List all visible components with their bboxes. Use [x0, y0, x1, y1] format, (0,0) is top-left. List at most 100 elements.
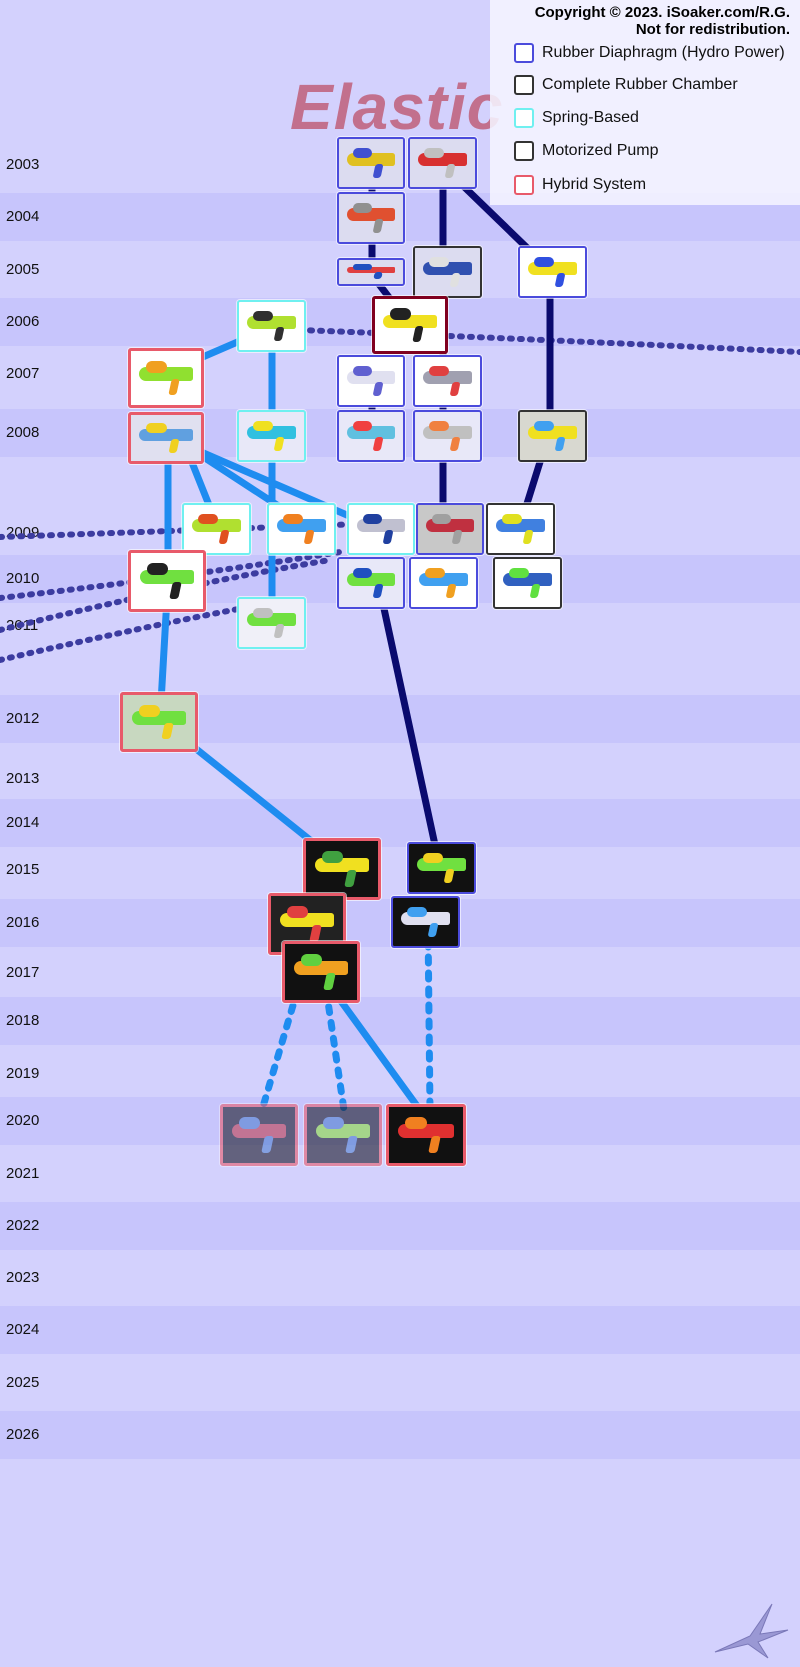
blaster-tank	[283, 513, 303, 525]
blaster-grip	[273, 623, 285, 639]
blaster-node[interactable]	[237, 597, 306, 649]
blaster-grip	[218, 529, 230, 545]
blaster-grip	[260, 1136, 274, 1153]
year-label: 2023	[6, 1269, 40, 1286]
year-label: 2022	[6, 1217, 40, 1234]
blaster-node[interactable]	[337, 192, 405, 244]
blaster-node[interactable]	[337, 410, 405, 462]
blaster-node[interactable]	[128, 412, 204, 464]
blaster-node[interactable]	[282, 941, 360, 1003]
blaster-node[interactable]	[493, 557, 562, 609]
blaster-node[interactable]	[303, 838, 381, 900]
legend-label: Rubber Diaphragm (Hydro Power)	[542, 44, 785, 61]
blaster-tank	[146, 360, 168, 373]
water-blaster-photo-icon	[410, 139, 475, 187]
year-label: 2005	[6, 261, 40, 278]
blaster-tank	[423, 852, 443, 864]
blaster-tank	[429, 365, 449, 377]
blaster-grip	[522, 529, 534, 545]
blaster-node[interactable]	[220, 1104, 298, 1166]
blaster-node[interactable]	[409, 557, 478, 609]
blaster-node[interactable]	[413, 355, 482, 407]
blaster-grip	[449, 381, 461, 397]
year-label: 2004	[6, 208, 40, 225]
blaster-node[interactable]	[182, 503, 251, 555]
blaster-tank	[353, 202, 373, 214]
blaster-node[interactable]	[413, 410, 482, 462]
blaster-node[interactable]	[237, 410, 306, 462]
blaster-node[interactable]	[337, 137, 405, 189]
water-blaster-photo-icon	[349, 505, 413, 553]
blaster-tank	[353, 365, 373, 377]
blaster-node[interactable]	[120, 692, 198, 752]
blaster-tank	[238, 1117, 261, 1130]
blaster-grip	[451, 529, 463, 545]
year-band	[0, 799, 800, 847]
water-blaster-photo-icon	[285, 944, 357, 1000]
blaster-tank	[146, 563, 169, 576]
blaster-node[interactable]	[337, 557, 405, 609]
water-blaster-photo-icon	[131, 553, 203, 609]
legend-swatch	[514, 141, 534, 161]
water-blaster-photo-icon	[306, 841, 378, 897]
blaster-tank	[429, 420, 449, 432]
water-blaster-photo-icon	[131, 351, 201, 405]
water-blaster-photo-icon	[239, 302, 304, 350]
year-label: 2020	[6, 1112, 40, 1129]
blaster-grip	[444, 163, 456, 179]
blaster-node[interactable]	[407, 842, 476, 894]
blaster-grip	[167, 379, 180, 396]
water-blaster-photo-icon	[415, 412, 480, 460]
blaster-node[interactable]	[128, 550, 206, 612]
year-band	[0, 997, 800, 1045]
blaster-tank	[424, 147, 444, 159]
blaster-tank	[429, 256, 449, 268]
blaster-grip	[554, 272, 566, 288]
blaster-node[interactable]	[347, 503, 415, 555]
blaster-grip	[372, 218, 384, 234]
dashed-link	[0, 557, 333, 633]
water-blaster-photo-icon	[488, 505, 553, 553]
blaster-node[interactable]	[408, 137, 477, 189]
blaster-node[interactable]	[413, 246, 482, 298]
blaster-node[interactable]	[486, 503, 555, 555]
connection-line	[424, 921, 434, 1114]
blaster-tank	[146, 423, 168, 434]
blaster-grip	[303, 529, 315, 545]
year-label: 2026	[6, 1426, 40, 1443]
blaster-tank	[322, 1117, 345, 1130]
water-blaster-photo-icon	[269, 505, 334, 553]
water-blaster-photo-icon	[339, 194, 403, 242]
blaster-tank	[534, 256, 554, 268]
blaster-node[interactable]	[304, 1104, 382, 1166]
blaster-node[interactable]	[416, 503, 484, 555]
blaster-node[interactable]	[372, 296, 448, 354]
blaster-node[interactable]	[391, 896, 460, 948]
dashed-link	[0, 549, 343, 601]
blaster-node[interactable]	[337, 355, 405, 407]
blaster-grip	[372, 163, 384, 179]
blaster-node[interactable]	[267, 503, 336, 555]
blaster-node[interactable]	[128, 348, 204, 408]
blaster-node[interactable]	[518, 246, 587, 298]
blaster-grip	[168, 438, 180, 453]
water-blaster-photo-icon	[184, 505, 249, 553]
water-blaster-photo-icon	[389, 1107, 463, 1163]
blaster-grip	[529, 583, 541, 599]
blaster-node[interactable]	[386, 1104, 466, 1166]
blaster-node[interactable]	[518, 410, 587, 462]
blaster-grip	[449, 436, 461, 452]
blaster-grip	[322, 973, 336, 990]
water-blaster-photo-icon	[393, 898, 458, 946]
legend-swatch	[514, 175, 534, 195]
water-blaster-photo-icon	[339, 357, 403, 405]
legend-swatch	[514, 75, 534, 95]
blaster-node[interactable]	[237, 300, 306, 352]
water-blaster-photo-icon	[123, 695, 195, 749]
water-blaster-photo-icon	[339, 260, 403, 284]
blaster-node[interactable]	[337, 258, 405, 286]
blaster-grip	[427, 1136, 441, 1153]
blaster-tank	[405, 1117, 428, 1130]
legend-label: Motorized Pump	[542, 142, 659, 159]
diagram-title: Elastic	[290, 71, 504, 143]
